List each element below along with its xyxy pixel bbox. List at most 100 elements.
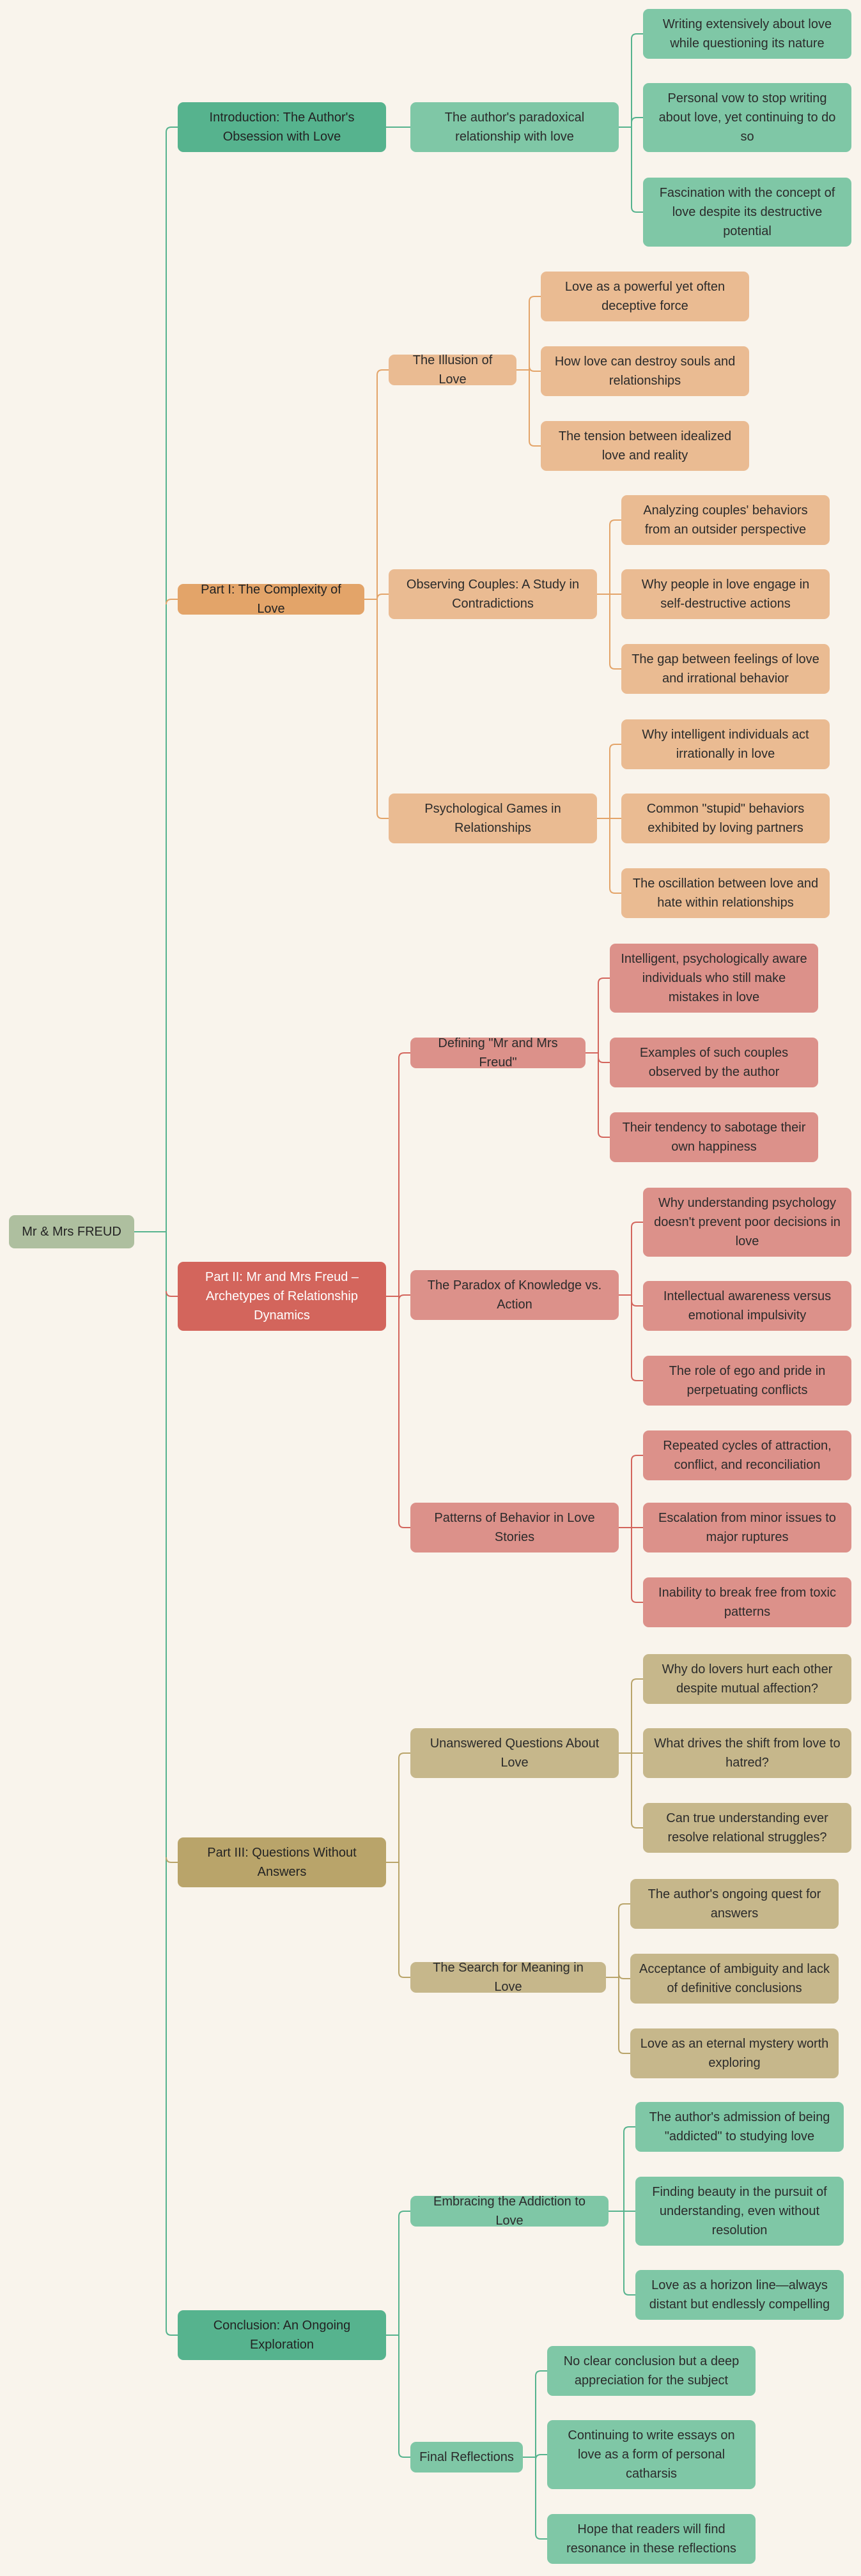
connectors-topic-1-1 [597,519,621,670]
branch-conclusion-an-ongoing-exploration[interactable]: Conclusion: An Ongoing Exploration [178,2310,386,2360]
branch-part-ii-mr-and-mrs-freud-archetypes-of-r[interactable]: Part II: Mr and Mrs Freud – Archetypes o… [178,1262,386,1331]
leaf-why-do-lovers-hurt-each-other-despite-mu[interactable]: Why do lovers hurt each other despite mu… [643,1654,851,1704]
connector [535,2370,547,2377]
leaf-can-true-understanding-ever-resolve-rela[interactable]: Can true understanding ever resolve rela… [643,1803,851,1853]
leaf-intellectual-awareness-versus-emotional-[interactable]: Intellectual awareness versus emotional … [643,1281,851,1331]
connectors-topic-2-0 [586,977,610,1138]
connector [166,1291,178,1297]
connector [398,1294,410,1301]
leaf-love-as-a-powerful-yet-often-deceptive-f[interactable]: Love as a powerful yet often deceptive f… [541,272,749,321]
connector [631,206,643,213]
connector [535,2533,547,2540]
leaf-the-oscillation-between-love-and-hate-wi[interactable]: The oscillation between love and hate wi… [621,868,830,918]
leaf-repeated-cycles-of-attraction-conflict-a[interactable]: Repeated cycles of attraction, conflict,… [643,1430,851,1480]
connector [631,1678,643,1685]
leaf-the-author-s-ongoing-quest-for-answers[interactable]: The author's ongoing quest for answers [630,1879,839,1929]
leaf-their-tendency-to-sabotage-their-own-hap[interactable]: Their tendency to sabotage their own hap… [610,1112,818,1162]
leaf-acceptance-of-ambiguity-and-lack-of-defi[interactable]: Acceptance of ambiguity and lack of defi… [630,1954,839,2004]
leaf-finding-beauty-in-the-pursuit-of-underst[interactable]: Finding beauty in the pursuit of underst… [635,2177,844,2246]
connector [618,2048,630,2054]
root-node[interactable]: Mr & Mrs FREUD [9,1215,134,1248]
leaf-examples-of-such-couples-observed-by-the[interactable]: Examples of such couples observed by the… [610,1038,818,1087]
connector [631,117,643,123]
connector [166,126,178,133]
leaf-what-drives-the-shift-from-love-to-hatre[interactable]: What drives the shift from love to hatre… [643,1728,851,1778]
connector [166,599,178,605]
topic-patterns-of-behavior-in-love-stories[interactable]: Patterns of Behavior in Love Stories [410,1503,619,1552]
leaf-the-author-s-admission-of-being-addicted[interactable]: The author's admission of being "addicte… [635,2102,844,2152]
connector [376,369,389,376]
leaf-love-as-a-horizon-line-always-distant-bu[interactable]: Love as a horizon line—always distant bu… [635,2270,844,2320]
topic-the-paradox-of-knowledge-vs-action[interactable]: The Paradox of Knowledge vs. Action [410,1270,619,1320]
topic-unanswered-questions-about-love[interactable]: Unanswered Questions About Love [410,1728,619,1778]
leaf-continuing-to-write-essays-on-love-as-a-[interactable]: Continuing to write essays on love as a … [547,2420,756,2489]
connector [398,1752,410,1759]
branch-part-iii-questions-without-answers[interactable]: Part III: Questions Without Answers [178,1837,386,1887]
leaf-how-love-can-destroy-souls-and-relations[interactable]: How love can destroy souls and relations… [541,346,749,396]
connector [618,1903,630,1910]
leaf-why-intelligent-individuals-act-irration[interactable]: Why intelligent individuals act irration… [621,719,830,769]
connectors-topic-1-0 [516,296,541,447]
connector [631,1822,643,1828]
connector [376,594,389,600]
leaf-the-role-of-ego-and-pride-in-perpetuatin[interactable]: The role of ego and pride in perpetuatin… [643,1356,851,1406]
topic-the-search-for-meaning-in-love[interactable]: The Search for Meaning in Love [410,1961,606,1994]
branch-part-i-the-complexity-of-love[interactable]: Part I: The Complexity of Love [178,583,364,616]
connector [529,440,541,447]
topic-embracing-the-addiction-to-love[interactable]: Embracing the Addiction to Love [410,2195,609,2228]
connector [609,744,621,750]
connector [631,1375,643,1381]
root-connectors [134,126,178,2336]
topic-the-author-s-paradoxical-relationship-wi[interactable]: The author's paradoxical relationship wi… [410,102,619,152]
topic-defining-mr-and-mrs-freud[interactable]: Defining "Mr and Mrs Freud" [410,1036,586,1070]
connectors-branch-4 [386,2211,410,2458]
leaf-the-gap-between-feelings-of-love-and-irr[interactable]: The gap between feelings of love and irr… [621,644,830,694]
leaf-the-tension-between-idealized-love-and-r[interactable]: The tension between idealized love and r… [541,421,749,471]
connectors-topic-2-1 [619,1222,643,1381]
branch-introduction-the-author-s-obsession-with[interactable]: Introduction: The Author's Obsession wit… [178,102,386,152]
leaf-love-as-an-eternal-mystery-worth-explori[interactable]: Love as an eternal mystery worth explori… [630,2028,839,2078]
connectors-topic-4-1 [523,2370,547,2540]
topic-the-illusion-of-love[interactable]: The Illusion of Love [389,353,516,387]
leaf-personal-vow-to-stop-writing-about-love-[interactable]: Personal vow to stop writing about love,… [643,83,851,152]
leaf-no-clear-conclusion-but-a-deep-appreciat[interactable]: No clear conclusion but a deep appreciat… [547,2346,756,2396]
connector [598,1057,610,1063]
connectors-topic-0-0 [619,33,643,213]
connector [631,1300,643,1307]
leaf-inability-to-break-free-from-toxic-patte[interactable]: Inability to break free from toxic patte… [643,1577,851,1627]
connectors-topic-1-2 [597,744,621,894]
topic-final-reflections[interactable]: Final Reflections [410,2442,523,2472]
leaf-fascination-with-the-concept-of-love-des[interactable]: Fascination with the concept of love des… [643,178,851,247]
connector [398,1052,410,1059]
connector [398,2211,410,2217]
connector [631,1455,643,1461]
connector [166,1857,178,1863]
leaf-analyzing-couples-behaviors-from-an-outs[interactable]: Analyzing couples' behaviors from an out… [621,495,830,545]
connector [623,2289,635,2296]
topic-observing-couples-a-study-in-contradicti[interactable]: Observing Couples: A Study in Contradict… [389,569,597,619]
leaf-hope-that-readers-will-find-resonance-in[interactable]: Hope that readers will find resonance in… [547,2514,756,2564]
connector [376,813,389,819]
connectors-branch-1 [364,369,389,819]
connector [631,1222,643,1228]
connector [598,1131,610,1138]
connector [398,1972,410,1978]
leaf-intelligent-psychologically-aware-indivi[interactable]: Intelligent, psychologically aware indiv… [610,944,818,1013]
leaf-why-understanding-psychology-doesn-t-pre[interactable]: Why understanding psychology doesn't pre… [643,1188,851,1257]
connectors-topic-3-1 [606,1903,630,2054]
leaf-writing-extensively-about-love-while-que[interactable]: Writing extensively about love while que… [643,9,851,59]
topic-psychological-games-in-relationships[interactable]: Psychological Games in Relationships [389,793,597,843]
connector [535,2454,547,2460]
connector [398,2451,410,2458]
leaf-escalation-from-minor-issues-to-major-ru[interactable]: Escalation from minor issues to major ru… [643,1503,851,1552]
leaf-common-stupid-behaviors-exhibited-by-lov[interactable]: Common "stupid" behaviors exhibited by l… [621,793,830,843]
connector [623,2126,635,2133]
connector [598,977,610,984]
connector [398,1522,410,1528]
connector [609,519,621,526]
leaf-why-people-in-love-engage-in-self-destru[interactable]: Why people in love engage in self-destru… [621,569,830,619]
connector [631,1597,643,1603]
connectors-topic-4-0 [609,2126,635,2296]
